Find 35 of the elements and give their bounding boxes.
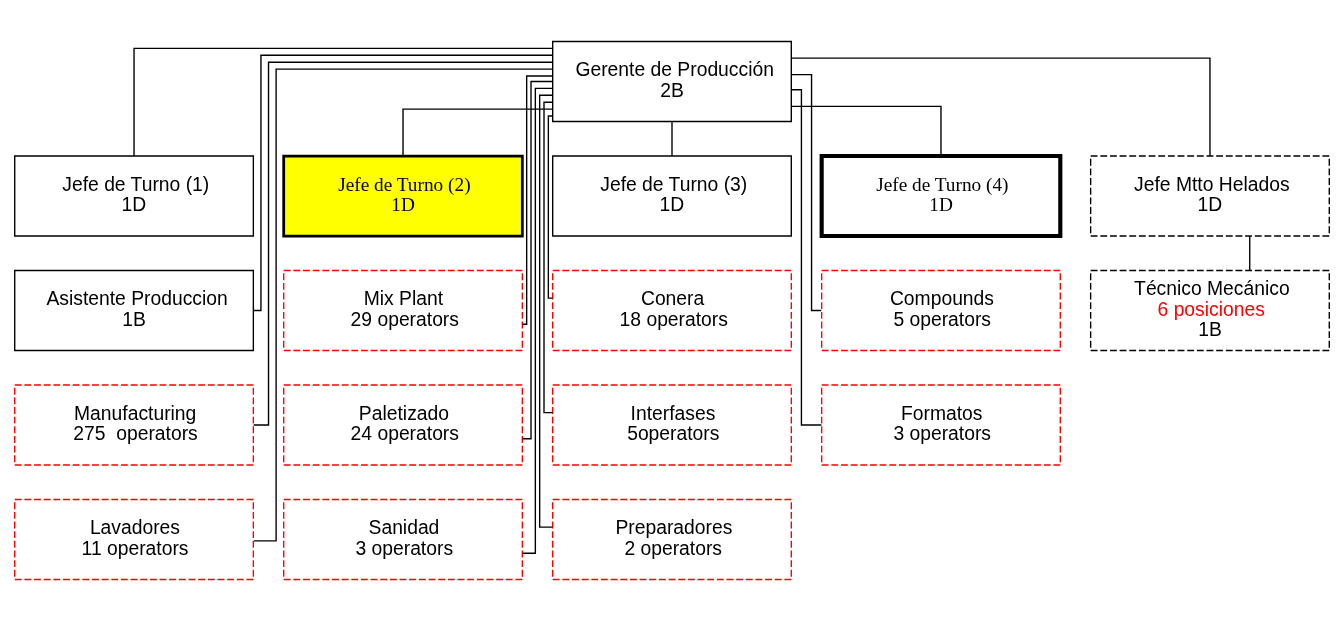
node-box: Preparadores 2 operators	[552, 498, 792, 580]
node-box: Sanidad 3 operators	[283, 498, 524, 580]
connector	[133, 47, 554, 156]
connector	[252, 54, 554, 311]
connector	[402, 107, 554, 156]
connector	[671, 120, 673, 156]
connector	[521, 87, 554, 554]
node-box: Asistente Produccion 1B	[14, 269, 255, 351]
connector	[1249, 234, 1251, 271]
node-box: Mix Plant 29 operators	[283, 269, 524, 351]
connector	[521, 80, 554, 439]
connector	[790, 56, 1211, 156]
node-box: Jefe Mtto Helados 1D	[1089, 154, 1330, 237]
node-box: Paletizado 24 operators	[283, 383, 524, 466]
node-box: Jefe de Turno (1) 1D	[14, 154, 255, 237]
connector	[790, 105, 942, 157]
connector	[252, 61, 554, 426]
connector	[543, 101, 554, 413]
node-box: Técnico Mecánico 6 posiciones 1B	[1089, 269, 1330, 351]
node-box: Jefe de Turno (3) 1D	[552, 154, 792, 237]
connector	[790, 73, 822, 311]
node-box: Manufacturing 275 operators	[14, 383, 255, 466]
node-box: Jefe de Turno (2) 1D	[282, 154, 524, 237]
node-box: Jefe de Turno (4) 1D	[819, 153, 1063, 238]
connector	[547, 114, 554, 299]
connector	[538, 94, 554, 528]
node-box: Formatos 3 operators	[820, 383, 1061, 466]
node-box: Lavadores 11 operators	[14, 498, 255, 580]
node-box: Compounds 5 operators	[820, 269, 1061, 351]
connector	[791, 88, 823, 426]
connector	[521, 74, 554, 325]
node-box: Gerente de Producción 2B	[552, 40, 792, 122]
node-box: Interfases 5operators	[552, 383, 792, 466]
connector	[253, 67, 553, 542]
node-box: Conera 18 operators	[552, 269, 792, 351]
